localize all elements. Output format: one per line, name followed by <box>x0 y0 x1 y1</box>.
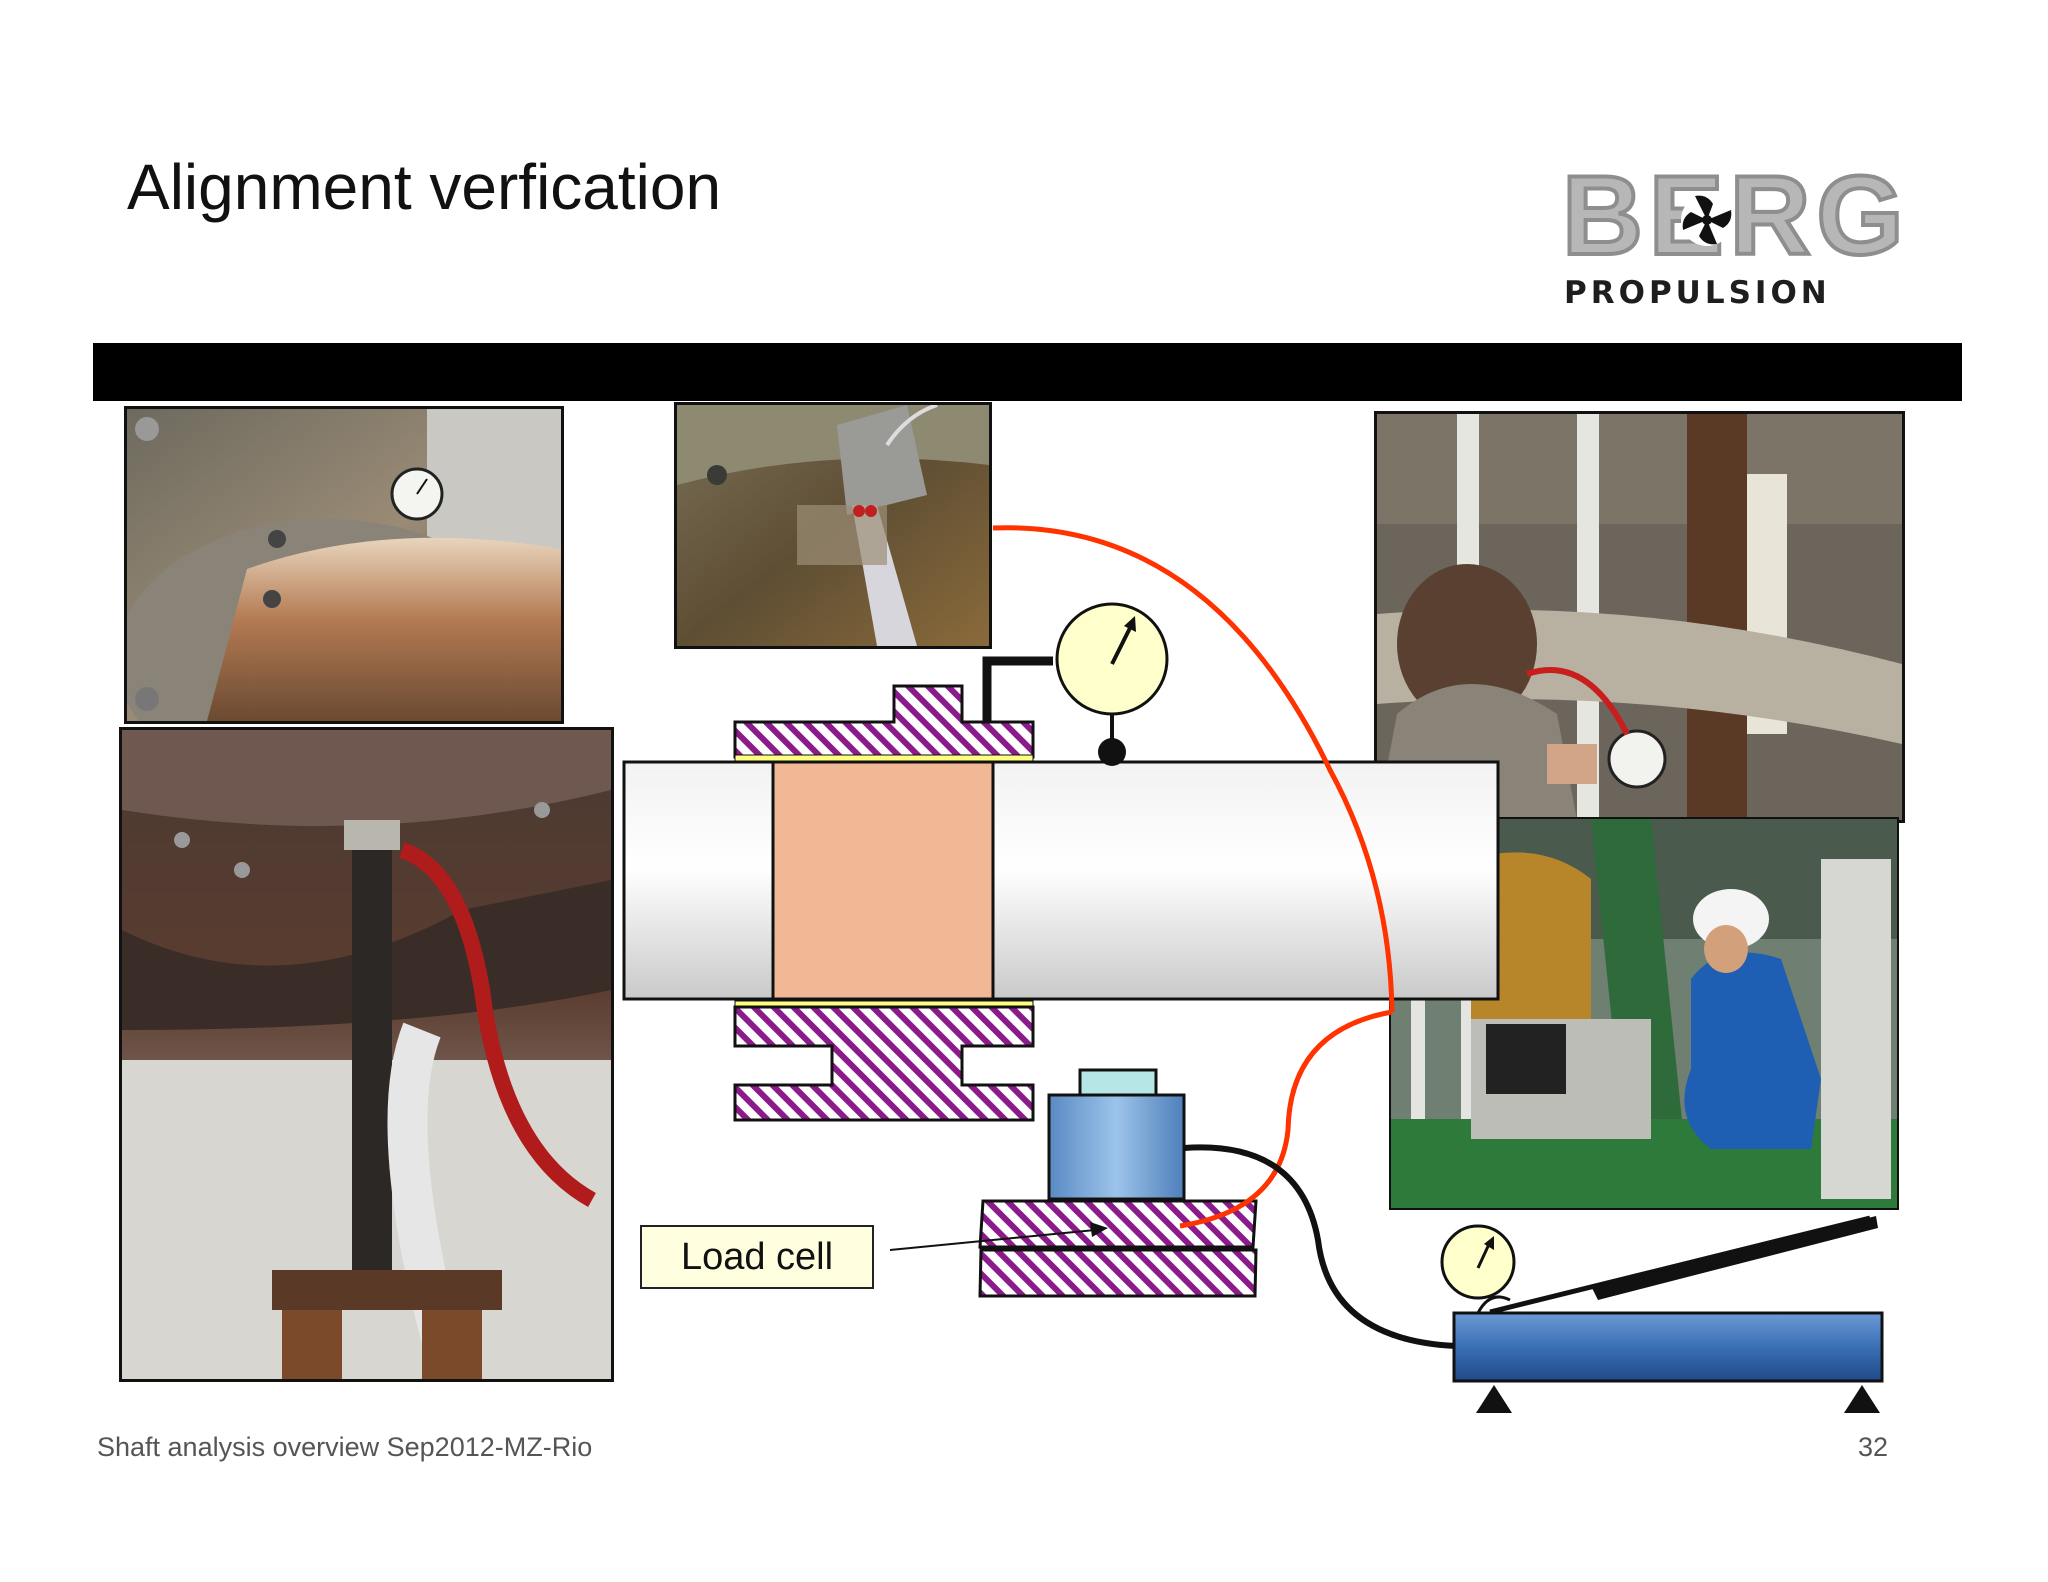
slide-title: Alignment verfication <box>127 151 722 223</box>
propeller-icon <box>1681 194 1733 246</box>
header-bar <box>93 343 1962 401</box>
load-cell-label: Load cell <box>640 1225 874 1289</box>
logo-subtitle: PROPULSION <box>1564 275 1831 311</box>
dial-gauge-top <box>982 602 1169 766</box>
load-cell-wire <box>1179 1009 1393 1229</box>
load-cell-pointer <box>889 1222 1108 1251</box>
photo-strain-gauge <box>674 402 992 649</box>
photo-pressure-gauge-reading <box>1374 411 1905 823</box>
shaft <box>622 760 1500 1001</box>
strain-gauge-wire <box>992 525 1395 1013</box>
hydraulic-jack <box>1440 1215 1884 1413</box>
lower-bearing-housing <box>733 1000 1035 1122</box>
page-number: 32 <box>1858 1432 1889 1462</box>
logo-word: BERG <box>1560 153 1910 278</box>
bearing-liner <box>771 760 995 1001</box>
footer-text: Shaft analysis overview Sep2012-MZ-Rio <box>97 1432 593 1462</box>
photo-coupling-dial-indicator <box>124 406 564 724</box>
load-cell <box>978 1068 1258 1298</box>
hydraulic-hose <box>1183 1144 1457 1349</box>
berg-propulsion-logo: BERG PROPULSION <box>1560 153 1910 315</box>
photo-hydraulic-jack <box>119 727 614 1382</box>
